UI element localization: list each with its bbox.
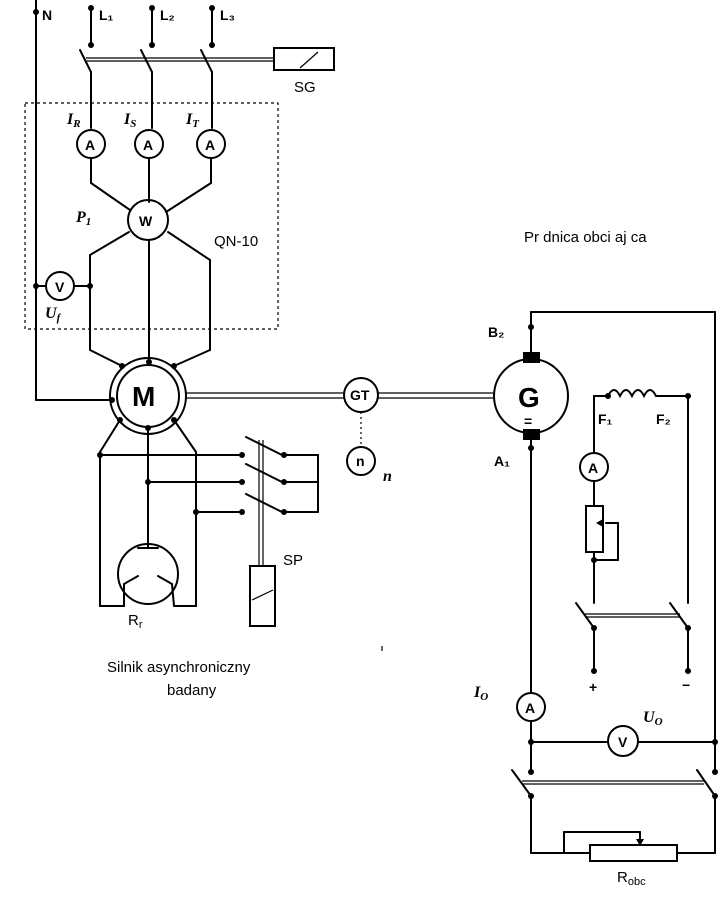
label-robc: Robc [617,869,646,888]
ammeter-is: A [134,129,164,159]
voltmeter-uo: V [607,725,639,757]
label-it: IT [185,111,200,130]
label-l3: L₃ [220,7,235,23]
label-plus: + [589,679,597,695]
field-rheostat [585,505,604,553]
label-sp: SP [283,552,303,569]
rotor-resistor [117,543,179,607]
label-sg: SG [294,79,316,96]
svg-text:A: A [525,700,535,716]
label-m: M [132,381,155,412]
speed-meter: n [346,446,376,476]
svg-text:V: V [55,279,65,295]
generator: G = [493,352,569,440]
wattmeter-wiring [33,157,212,367]
ammeter-io: A [516,692,546,722]
label-uo: UO [643,709,663,728]
field-circuit [575,389,691,674]
ammeter-it: A [196,129,226,159]
shaft [186,392,493,399]
svg-text:A: A [85,137,95,153]
label-f1: F₁ [598,411,613,427]
svg-text:GT: GT [350,387,370,403]
sp-coil [249,565,276,627]
label-n-line: N [42,7,52,23]
motor-caption-line2: badany [167,682,217,699]
armature-circuit [528,311,718,775]
motor-caption-line1: Silnik asynchroniczny [107,659,251,676]
label-ir: IR [66,111,81,130]
label-uf: Uf [45,305,62,324]
voltmeter-uf: V [35,271,91,301]
generator-caption: Pr dnica obci aj ca [524,229,647,246]
sg-coil [273,47,335,71]
svg-text:G: G [518,382,540,413]
load-switch [511,769,718,854]
svg-text:A: A [588,460,598,476]
motor: M [109,357,187,435]
label-l1: L₁ [99,7,114,23]
ammeter-ir: A [76,129,106,159]
ammeter-field: A [579,452,609,482]
label-rr: Rr [128,612,143,631]
label-f2: F₂ [656,411,671,427]
label-l2: L₂ [160,7,175,23]
tachogenerator-gt: GT [343,377,379,446]
svg-text:n: n [356,453,365,469]
supply-lines [33,0,215,401]
svg-text:A: A [143,137,153,153]
label-speed: n [383,468,392,485]
label-qn10: QN-10 [214,233,258,250]
label-minus: − [682,677,690,693]
svg-text:W: W [139,213,153,229]
svg-text:A: A [205,137,215,153]
svg-text:=: = [524,413,532,429]
label-b2: B₂ [488,324,504,340]
wattmeter: W [127,199,169,241]
label-a1: A₁ [494,453,510,469]
main-switch [79,49,274,129]
load-resistor [563,831,678,862]
label-p1: P1 [75,209,91,228]
label-is: IS [123,111,136,130]
qn10-box [24,102,279,330]
svg-text:V: V [618,734,628,750]
rotor-circuit [97,419,319,607]
label-io: IO [473,684,488,703]
